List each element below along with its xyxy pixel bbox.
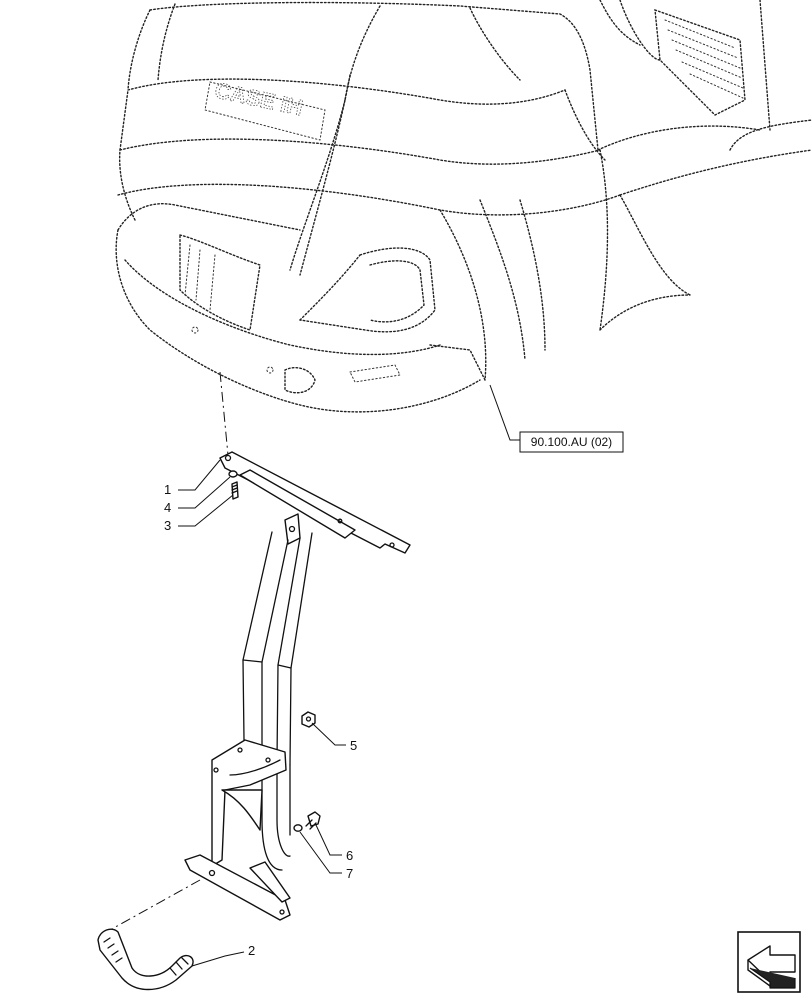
- callout-7[interactable]: 7: [299, 831, 353, 881]
- callout-label-7: 7: [346, 866, 353, 881]
- callout-3[interactable]: 3: [164, 494, 234, 533]
- callout-label-2: 2: [248, 943, 255, 958]
- callout-6[interactable]: 6: [315, 824, 353, 863]
- callout-2[interactable]: 2: [191, 943, 255, 967]
- step-bracket-assembly: [184, 451, 411, 921]
- callout-leader-5: [311, 722, 346, 746]
- washer-7: [293, 824, 303, 832]
- callout-label-3: 3: [164, 518, 171, 533]
- alignment-line-lower: [109, 879, 201, 931]
- callout-5[interactable]: 5: [311, 722, 357, 753]
- bolt-6: [305, 811, 321, 830]
- reference-label: 90.100.AU (02): [531, 435, 612, 449]
- brand-logo: CASE IH: [213, 77, 305, 120]
- side-grille: [654, 8, 746, 116]
- reference-box[interactable]: 90.100.AU (02): [519, 431, 624, 453]
- washer-4: [228, 470, 238, 478]
- arrow-back-icon[interactable]: [737, 931, 801, 993]
- nut-5: [301, 711, 316, 728]
- callout-leader-3: [178, 494, 234, 527]
- reference-leader: [489, 384, 520, 441]
- callout-leader-4: [178, 476, 231, 509]
- callout-label-4: 4: [164, 500, 171, 515]
- callout-label-1: 1: [164, 482, 171, 497]
- callout-leader-6: [315, 824, 342, 856]
- alignment-line-upper: [219, 371, 229, 456]
- callout-label-6: 6: [346, 848, 353, 863]
- callout-leader-1: [178, 459, 221, 491]
- grab-handle: [97, 928, 194, 991]
- callout-label-5: 5: [350, 738, 357, 753]
- tractor-hood-outline: CASE IH: [115, 0, 812, 413]
- callout-1[interactable]: 1: [164, 459, 221, 497]
- callout-leader-2: [191, 951, 245, 967]
- callout-leader-7: [299, 831, 342, 874]
- bolt-3: [231, 481, 239, 500]
- callout-4[interactable]: 4: [164, 476, 231, 515]
